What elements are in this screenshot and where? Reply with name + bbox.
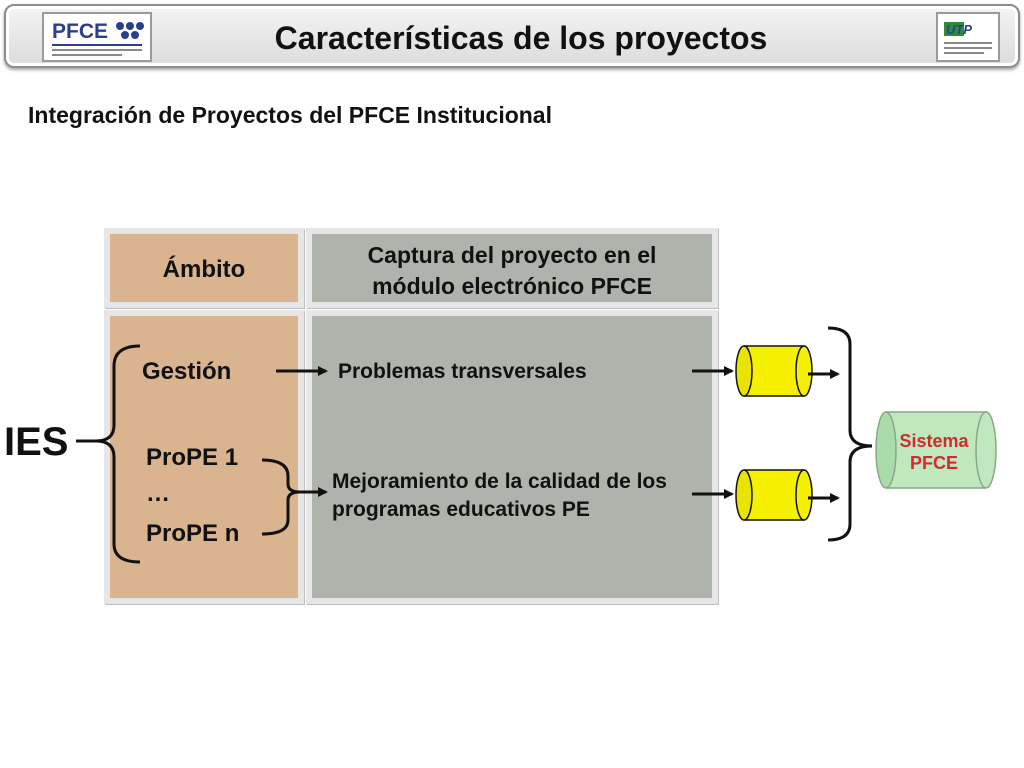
sistema-pfce-database-icon: [875, 411, 997, 489]
item-gestion: Gestión: [142, 358, 232, 385]
captura-item-mejoramiento: Mejoramiento de la calidad de los progra…: [332, 470, 667, 521]
item-ellipsis: …: [146, 480, 170, 507]
ambito-body-box: [104, 310, 304, 604]
header-bar: PFCE Características de los proyectos UT…: [4, 4, 1020, 68]
sistema-pfce-label: Sistema PFCE: [899, 431, 969, 473]
captura-header: Captura del proyecto en el módulo electr…: [367, 242, 657, 299]
page-title: Características de los proyectos: [274, 20, 768, 56]
item-prope-1: ProPE 1: [146, 444, 239, 471]
utp-logo-text: UTP: [946, 22, 972, 37]
database-icon: [735, 469, 813, 521]
ambito-header: Ámbito: [162, 256, 246, 283]
captura-body-box: [306, 310, 718, 604]
utp-logo-graphic: UTP: [944, 22, 992, 54]
system-brace: [827, 326, 873, 542]
pfce-logo: PFCE: [42, 12, 152, 62]
prope-bracket: [261, 458, 301, 536]
ies-brace: [76, 344, 141, 564]
pfce-logo-text: PFCE: [52, 20, 108, 43]
ambito-header-box: Ámbito: [104, 228, 304, 308]
database-icon: [735, 345, 813, 397]
subtitle: Integración de Proyectos del PFCE Instit…: [28, 102, 552, 128]
item-prope-n: ProPE n: [146, 520, 240, 547]
captura-item-transversales: Problemas transversales: [338, 360, 587, 383]
utp-logo: UTP: [936, 12, 1000, 62]
ies-label: IES: [4, 420, 69, 464]
pfce-logo-graphic: PFCE: [52, 20, 144, 56]
captura-header-box: Captura del proyecto en el módulo electr…: [306, 228, 718, 308]
